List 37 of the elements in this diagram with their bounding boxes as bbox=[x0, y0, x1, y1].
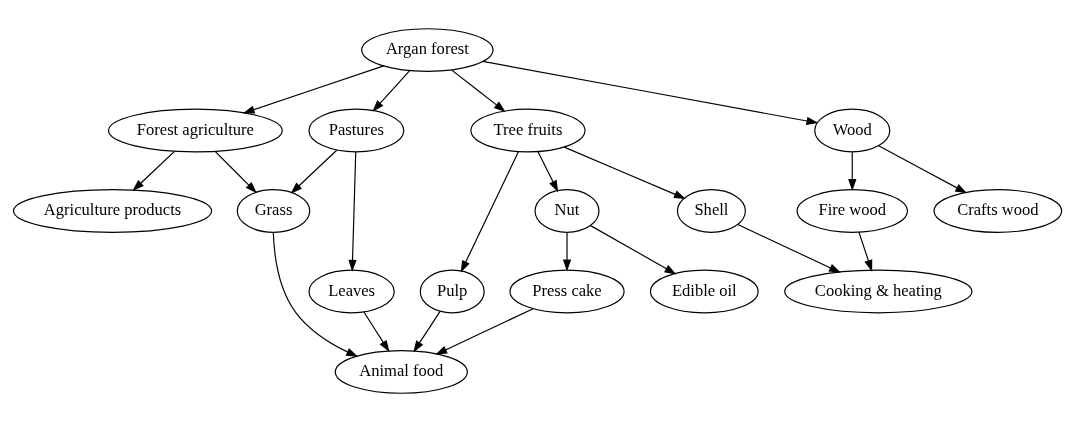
node-ellipse: Crafts wood bbox=[933, 188, 1063, 233]
arrow bbox=[878, 144, 968, 193]
arrow bbox=[372, 69, 411, 112]
node-ellipse: Pastures bbox=[308, 108, 405, 152]
node-ellipse: Edible oil bbox=[649, 269, 759, 313]
node-ellipse: Grass bbox=[236, 188, 311, 233]
arrow bbox=[242, 64, 385, 114]
arrow bbox=[848, 151, 857, 191]
arrow bbox=[537, 150, 559, 192]
arrow bbox=[435, 307, 534, 355]
arrow bbox=[290, 149, 338, 194]
arrow bbox=[482, 60, 819, 125]
node-ellipse: Wood bbox=[814, 108, 891, 152]
arrow bbox=[451, 69, 506, 112]
node-ellipse: Forest agriculture bbox=[107, 108, 283, 152]
arrow bbox=[363, 310, 390, 352]
node-ellipse: Leaves bbox=[308, 269, 395, 313]
node-ellipse: Nut bbox=[534, 188, 600, 233]
arrow bbox=[737, 223, 841, 273]
arrow bbox=[562, 231, 572, 271]
arrow bbox=[563, 146, 686, 199]
arrow bbox=[132, 150, 176, 191]
arrow bbox=[272, 231, 359, 357]
arrow bbox=[413, 310, 441, 352]
node-ellipse: Pulp bbox=[419, 269, 485, 313]
node-ellipse: Press cake bbox=[509, 269, 625, 313]
arrow bbox=[348, 151, 357, 272]
arrow bbox=[460, 150, 519, 272]
node-ellipse: Agriculture products bbox=[12, 188, 213, 233]
arrow bbox=[590, 224, 677, 274]
node-ellipse: Tree fruits bbox=[470, 108, 586, 152]
node-ellipse: Shell bbox=[676, 188, 746, 233]
node-ellipse: Fire wood bbox=[796, 188, 908, 233]
node-ellipse: Argan forest bbox=[361, 27, 494, 72]
node-ellipse: Cooking & heating bbox=[784, 269, 973, 313]
arrow bbox=[214, 150, 257, 193]
arrow bbox=[858, 231, 873, 272]
